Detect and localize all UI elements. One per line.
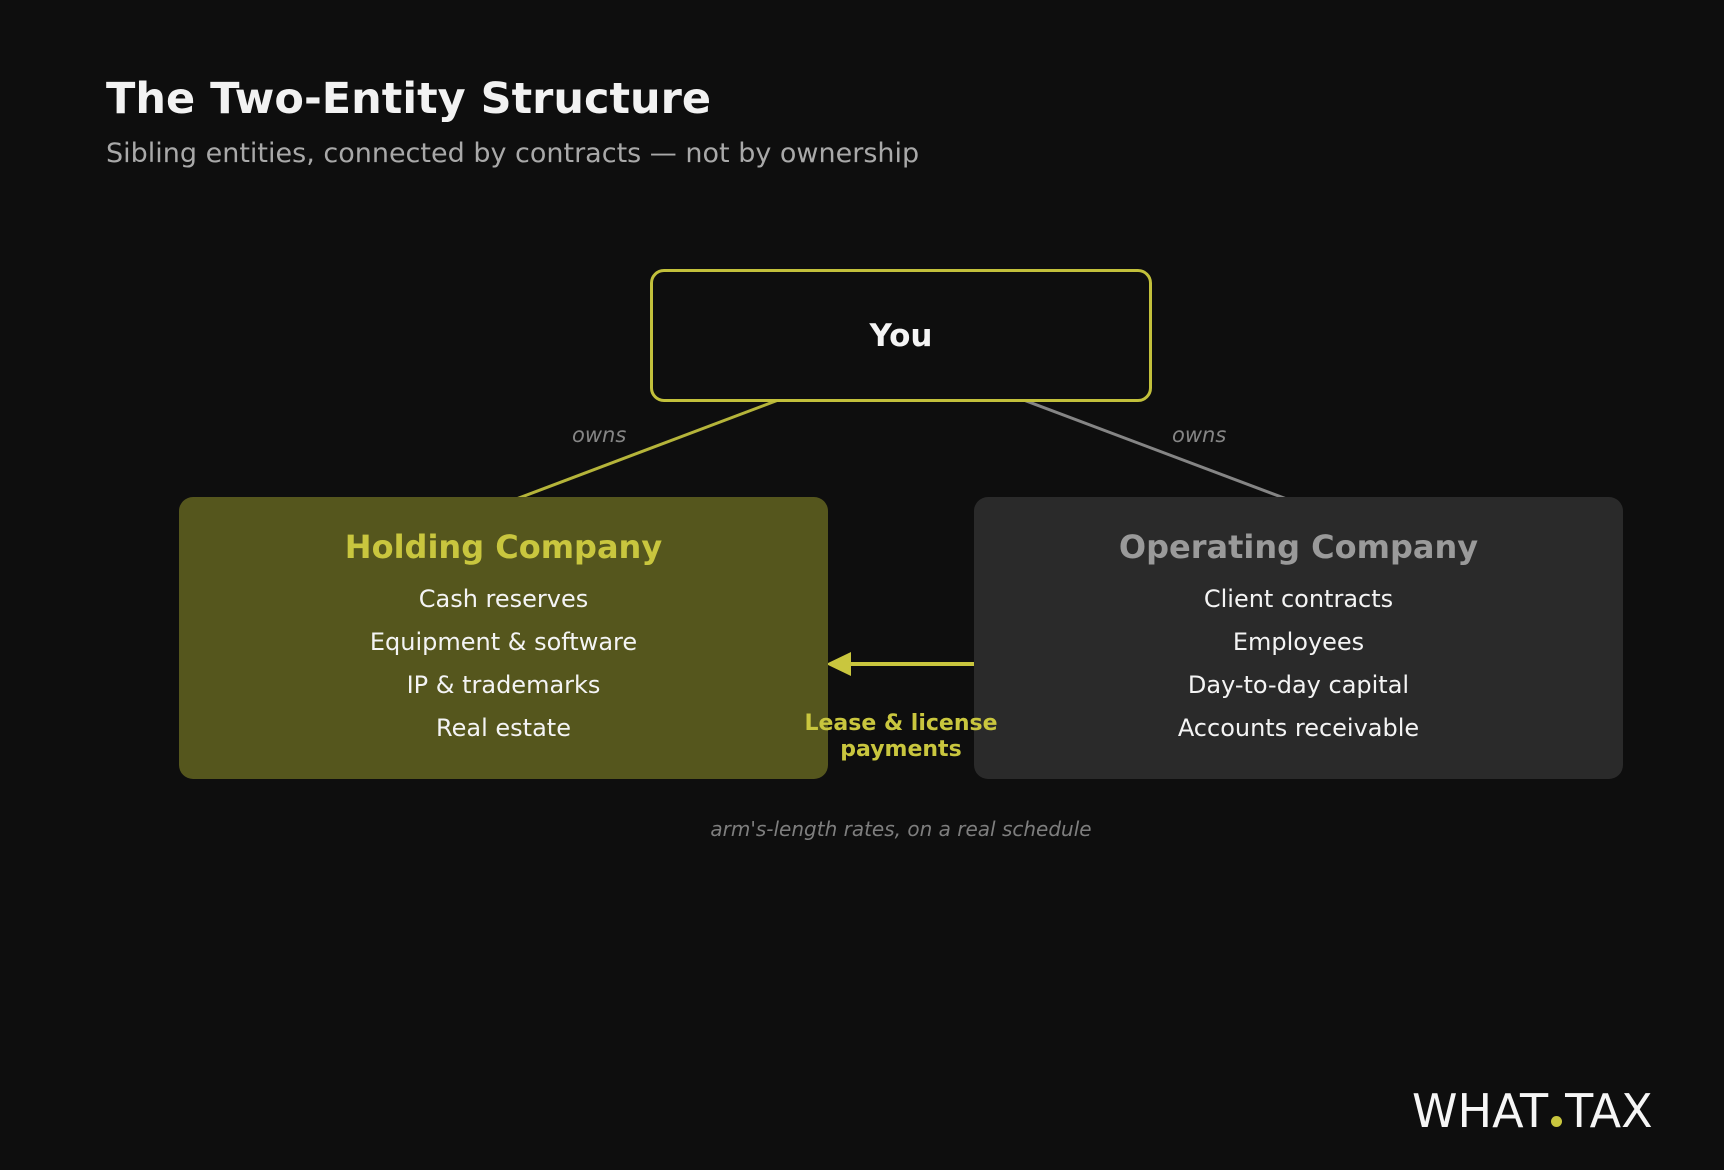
brand-dot-icon xyxy=(1551,1116,1563,1127)
brand-logo-left: WHAT xyxy=(1412,1084,1549,1138)
owner-node: You xyxy=(650,269,1152,402)
owns-holding-line xyxy=(502,394,790,506)
list-item: Equipment & software xyxy=(369,628,638,656)
holding-company-node: Holding Company Cash reserves Equipment … xyxy=(179,497,828,779)
operating-company-assets: Client contracts Employees Day-to-day ca… xyxy=(974,587,1623,759)
page-title: The Two-Entity Structure xyxy=(106,74,712,124)
page-subtitle: Sibling entities, connected by contracts… xyxy=(106,138,920,169)
owns-label-holding: owns xyxy=(572,423,627,447)
payment-arrow-head xyxy=(826,652,851,676)
list-item: Day-to-day capital xyxy=(1187,671,1410,699)
payment-flow-label-line2: payments xyxy=(840,737,962,762)
owns-label-operating: owns xyxy=(1172,423,1227,447)
payment-flow-label-line1: Lease & license xyxy=(804,711,998,736)
list-item: Employees xyxy=(1232,628,1365,656)
list-item: IP & trademarks xyxy=(406,671,601,699)
list-item: Accounts receivable xyxy=(1177,714,1420,742)
owns-operating-line xyxy=(1012,394,1301,506)
list-item: Cash reserves xyxy=(418,585,589,613)
operating-company-node: Operating Company Client contracts Emplo… xyxy=(974,497,1623,779)
list-item: Real estate xyxy=(436,714,571,742)
list-item: Client contracts xyxy=(1203,585,1394,613)
payment-footnote: arm's-length rates, on a real schedule xyxy=(710,817,1092,841)
holding-company-assets: Cash reserves Equipment & software IP & … xyxy=(179,587,828,759)
holding-company-title: Holding Company xyxy=(344,528,663,566)
owner-label: You xyxy=(869,317,933,354)
operating-company-title: Operating Company xyxy=(1118,528,1479,566)
brand-logo-right: TAX xyxy=(1565,1084,1653,1138)
payment-flow-label: Lease & license payments xyxy=(770,711,1032,763)
